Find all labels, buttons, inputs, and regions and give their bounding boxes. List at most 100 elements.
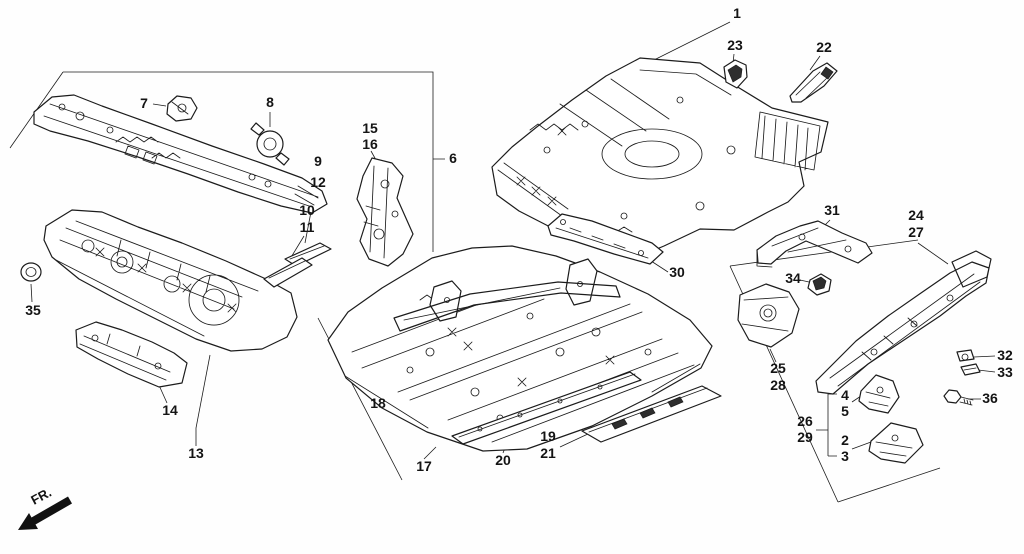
part-label-32: 32 [997, 347, 1013, 363]
part-label-30: 30 [669, 264, 685, 280]
nut-32-outline [956, 349, 975, 362]
part-label-11: 11 [300, 219, 315, 235]
part-label-5: 5 [841, 403, 849, 419]
fr-direction-arrow: FR. [18, 485, 72, 530]
bracket-31-details [756, 227, 852, 268]
rear-floor-panel-shape [491, 57, 829, 257]
bracket-7-details [171, 101, 189, 115]
part-label-29: 29 [797, 429, 813, 445]
part-label-16: 16 [362, 136, 378, 152]
grommet-35-shape [20, 262, 42, 282]
part-label-21: 21 [540, 445, 556, 461]
rear-floor-outline [491, 57, 829, 257]
bracket-4-5-shape [858, 374, 900, 414]
bracket-22-details [795, 71, 829, 99]
bracket-25-28-details [741, 296, 789, 332]
crossmember-18-details [403, 281, 583, 321]
grommet-outline [20, 262, 42, 282]
bracket-22-outline [789, 62, 838, 103]
strip-10-11-shape [263, 257, 313, 288]
bulkhead-outline [356, 157, 414, 267]
bracket-23-shape [723, 59, 748, 89]
sill-19-21-slots [611, 396, 684, 430]
bolt-36-head [943, 389, 962, 404]
part-label-34: 34 [785, 270, 801, 286]
sill-member-19-21-shape [581, 385, 722, 443]
part-label-28: 28 [770, 377, 786, 393]
part-label-13: 13 [188, 445, 204, 461]
crossmember-18-outline [393, 258, 621, 332]
clip-33-outline [960, 363, 981, 376]
part-label-25: 25 [770, 360, 786, 376]
bracket-22-dark [820, 66, 834, 80]
fr-arrow-label: FR. [28, 485, 54, 508]
part-label-12: 12 [310, 174, 326, 190]
bracket-31-shape [756, 220, 873, 268]
frame-rail-details [829, 273, 981, 387]
part-label-15: 15 [362, 120, 378, 136]
crossmember-18-shape [393, 258, 621, 332]
bracket-25-28-shape [737, 283, 800, 348]
part-labels: 1 23 22 7 8 15 16 6 9 12 10 11 35 14 13 … [25, 5, 1013, 474]
bracket-2-3-details [875, 434, 913, 457]
part-label-24: 24 [908, 207, 924, 223]
mount-8-outline [250, 122, 290, 166]
bracket-31-outline [756, 220, 873, 265]
part-label-35: 35 [25, 302, 41, 318]
part-label-18: 18 [370, 395, 386, 411]
part-label-23: 23 [727, 37, 743, 53]
clip-34-dark [812, 276, 827, 291]
nut-32-clip-33-shape [956, 349, 981, 376]
part-label-19: 19 [540, 428, 556, 444]
part-label-14: 14 [162, 402, 178, 418]
bracket-2-3-outline [868, 422, 924, 464]
nut-32-details [961, 353, 969, 361]
clip-33-details [963, 367, 977, 371]
bracket-13-14-shape [75, 321, 188, 388]
bracket-4-5-outline [858, 374, 900, 414]
crossmember-30-details [555, 219, 649, 259]
bolt-36-shaft [959, 396, 974, 406]
bolt-36-shape [943, 389, 974, 406]
mount-8-shape [250, 122, 290, 166]
sill-20-outline [451, 371, 642, 445]
part-label-7: 7 [140, 95, 148, 111]
part-label-26: 26 [797, 413, 813, 429]
sill-member-20-shape [451, 371, 642, 445]
part-label-8: 8 [266, 94, 274, 110]
bracket-7-outline [166, 95, 198, 122]
bracket-22-shape [789, 62, 838, 103]
bulkhead-bracket-shape [356, 157, 414, 267]
bracket-13-14-outline [75, 321, 188, 388]
crossmember-30-outline [547, 213, 664, 265]
bracket-4-5-details [865, 386, 891, 407]
part-label-2: 2 [841, 432, 849, 448]
part-label-9: 9 [314, 153, 322, 169]
strip-9-12-details [289, 245, 325, 260]
part-label-3: 3 [841, 448, 849, 464]
strip-10-11-details [268, 260, 306, 279]
crossmember-30-shape [547, 213, 664, 265]
part-label-6: 6 [449, 150, 457, 166]
fr-arrow-icon [18, 496, 72, 530]
part-label-20: 20 [495, 452, 511, 468]
dashboard-details [55, 220, 259, 337]
strip-10-11-outline [263, 257, 313, 288]
bracket-13-14-details [79, 333, 171, 381]
mount-8-details [263, 137, 277, 151]
part-label-33: 33 [997, 364, 1013, 380]
part-label-31: 31 [824, 202, 840, 218]
part-label-1: 1 [733, 5, 741, 21]
part-label-22: 22 [816, 39, 832, 55]
clip-34-shape [807, 273, 832, 296]
bracket-23-dark [727, 64, 743, 83]
part-label-4: 4 [841, 387, 849, 403]
frame-rail-shape [815, 250, 992, 395]
bracket-25-28-outline [737, 283, 800, 348]
dashboard-lower-panel-shape [43, 209, 298, 352]
part-label-36: 36 [982, 390, 998, 406]
cowl-details [43, 103, 319, 208]
sill-20-details [458, 373, 636, 438]
